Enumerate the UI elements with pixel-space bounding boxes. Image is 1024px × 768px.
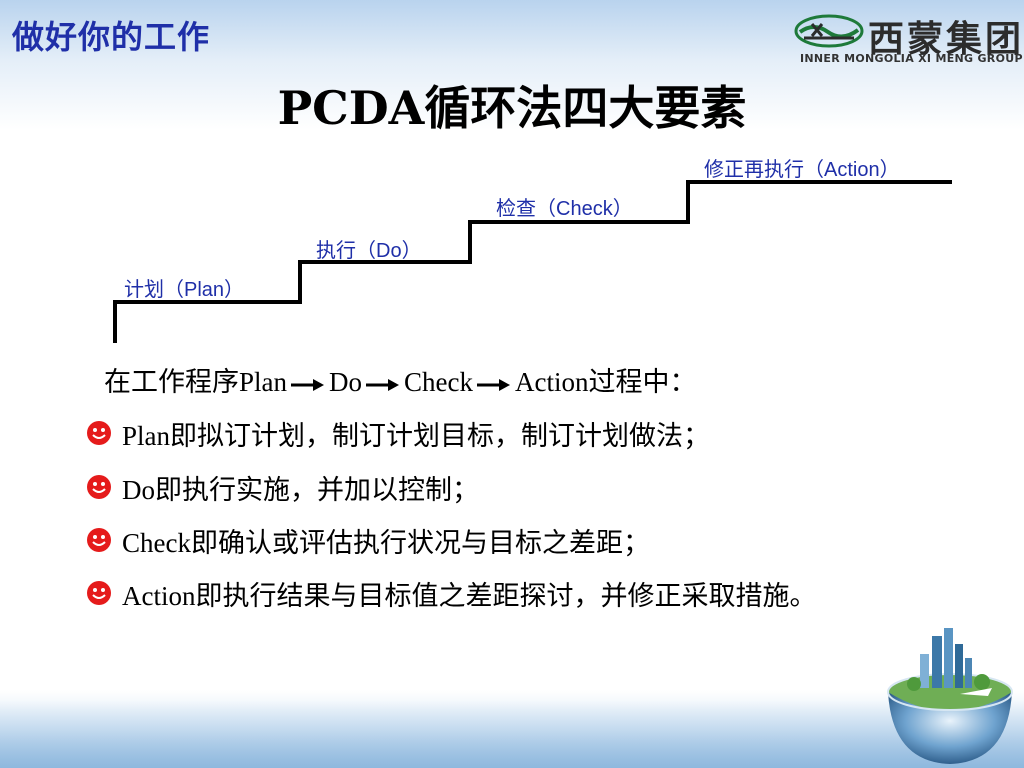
- bottom-gradient-band: [0, 700, 1024, 768]
- intro-prefix: 在工作程序Plan: [104, 367, 288, 397]
- header-title: 做好你的工作: [12, 18, 211, 56]
- bullet-text: Plan即拟订计划，制订计划目标，制订计划做法；: [122, 421, 711, 451]
- step-label-do: 执行（Do）: [316, 240, 422, 262]
- arrow-right-icon: [477, 378, 510, 391]
- arrow-right-icon: [366, 378, 400, 391]
- stair-line: [113, 180, 952, 343]
- smiley-icon: [87, 528, 111, 552]
- page-title: PCDA循环法四大要素: [277, 81, 747, 135]
- smiley-icon: [87, 475, 111, 499]
- globe-city-illustration: [887, 628, 1013, 764]
- logo-name-en: INNER MONGOLIA XI MENG GROUP: [800, 52, 1023, 65]
- smiley-icon: [87, 581, 111, 605]
- intro-check: Check: [404, 367, 473, 397]
- bullet-text: Action即执行结果与目标值之差距探讨，并修正采取措施。: [122, 581, 817, 611]
- arrow-right-icon: [291, 378, 325, 391]
- intro-line: 在工作程序Plan Do Check Action过程中：: [104, 360, 697, 399]
- smiley-icon: [87, 421, 111, 445]
- intro-suffix: Action过程中：: [515, 367, 697, 397]
- intro-do: Do: [329, 367, 363, 397]
- step-label-plan: 计划（Plan）: [124, 279, 245, 301]
- logo-mark-icon: [794, 14, 864, 48]
- step-label-action: 修正再执行（Action）: [704, 159, 900, 181]
- bullet-text: Check即确认或评估执行状况与目标之差距；: [122, 528, 650, 558]
- step-label-check: 检查（Check）: [496, 198, 633, 220]
- stair-diagram: [113, 180, 952, 343]
- logo-name-cn: 西蒙集团: [868, 18, 1024, 60]
- bullet-text: Do即执行实施，并加以控制；: [122, 475, 479, 505]
- company-logo: 西蒙集团 INNER MONGOLIA XI MENG GROUP: [794, 8, 1023, 70]
